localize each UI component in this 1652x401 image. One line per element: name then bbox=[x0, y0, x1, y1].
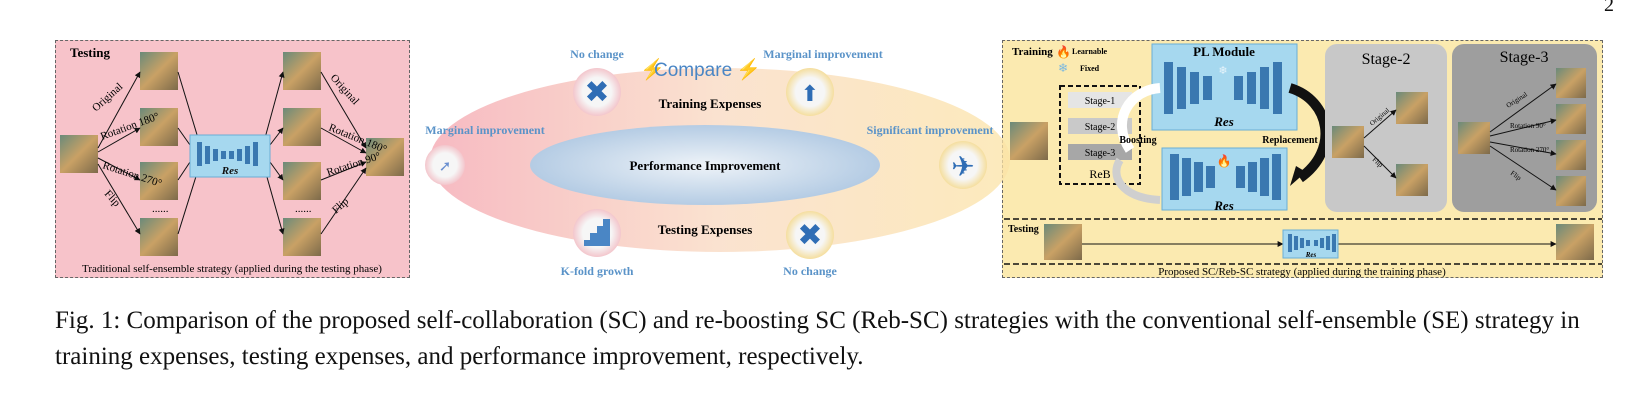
pl-res-label: Res bbox=[1213, 114, 1234, 129]
performance-label: Performance Improvement bbox=[629, 158, 781, 173]
stage3-rot270-label: Rotation 270° bbox=[1510, 146, 1549, 154]
out-image-4 bbox=[283, 218, 321, 256]
left-res-label: Res bbox=[221, 165, 239, 177]
reb-stage1-label: Stage-1 bbox=[1085, 96, 1116, 107]
airplane-icon: ✈ bbox=[951, 150, 974, 183]
marginal-left-label: Marginal improvement bbox=[425, 123, 544, 137]
test-output-image bbox=[1556, 224, 1594, 260]
lightning-left-icon: ⚡ bbox=[640, 57, 665, 81]
compare-label: Compare bbox=[654, 60, 732, 81]
test-input-image bbox=[1044, 224, 1082, 260]
lightning-right-icon: ⚡ bbox=[736, 57, 761, 81]
stage3-out-4 bbox=[1556, 176, 1586, 206]
pl-module-block bbox=[1151, 43, 1298, 131]
train-input-image bbox=[1010, 122, 1048, 160]
right-dots: ...... bbox=[295, 203, 312, 215]
reb-label: ReB bbox=[1089, 167, 1110, 181]
significant-right-icon-bg bbox=[939, 141, 987, 189]
reb-stage2-label: Stage-2 bbox=[1085, 122, 1116, 133]
branch-label-original-right: Original bbox=[328, 72, 361, 107]
boosting-return-arrow bbox=[1112, 157, 1161, 204]
reb-stage2 bbox=[1068, 118, 1132, 134]
paper-plane-icon: ➚ bbox=[439, 157, 452, 175]
no-change-bottom-label: No change bbox=[783, 264, 837, 278]
right-footer: Proposed SC/Reb-SC strategy (applied dur… bbox=[1158, 266, 1446, 278]
no-change-top-label: No change bbox=[570, 47, 624, 61]
aug-image-original bbox=[140, 52, 178, 90]
performance-ellipse bbox=[530, 125, 880, 205]
snowflake-icon: ❄ bbox=[1058, 61, 1068, 75]
training-expenses-label: Training Expenses bbox=[659, 96, 762, 111]
stage2-label: Stage-2 bbox=[1362, 51, 1411, 68]
page-number: 2 bbox=[1604, 0, 1614, 16]
res-fire-icon: 🔥 bbox=[1217, 154, 1232, 168]
out-image-2 bbox=[283, 108, 321, 146]
no-change-top-icon-bg bbox=[573, 68, 621, 116]
testing-label: Testing bbox=[1008, 224, 1039, 235]
stairs-icon bbox=[584, 219, 610, 246]
boosting-label: Boosting bbox=[1119, 135, 1156, 146]
marginal-left-icon-bg bbox=[425, 145, 465, 185]
k-fold-label: K-fold growth bbox=[561, 264, 634, 278]
training-label: Training bbox=[1012, 46, 1053, 58]
aug-image-rot270 bbox=[140, 162, 178, 200]
arrow-up-icon: ⬆ bbox=[801, 82, 819, 107]
stage3-label: Stage-3 bbox=[1500, 49, 1549, 66]
testing-expenses-label: Testing Expenses bbox=[658, 222, 753, 237]
out-image-3 bbox=[283, 162, 321, 200]
cross-icon-top: ✖ bbox=[584, 75, 609, 110]
branch-label-flip-right: Flip bbox=[330, 195, 352, 216]
learnable-label: Learnable bbox=[1072, 47, 1108, 56]
stage3-out-2 bbox=[1556, 104, 1586, 134]
input-image bbox=[60, 135, 98, 173]
stage2-input-image bbox=[1332, 126, 1364, 158]
fixed-label: Fixed bbox=[1080, 64, 1100, 73]
replacement-label: Replacement bbox=[1262, 135, 1318, 146]
branch-label-flip-left: Flip bbox=[102, 188, 123, 210]
boosting-arrow bbox=[1116, 83, 1161, 153]
stage3-input-image bbox=[1458, 122, 1490, 154]
figure-diagram: Testing Res Original Rotation 180° Rotat… bbox=[60, 43, 1602, 278]
left-dots: ...... bbox=[152, 203, 169, 215]
marginal-top-icon-bg bbox=[786, 68, 834, 116]
stage3-rot90-label: Rotation 90° bbox=[1510, 122, 1546, 130]
reb-box bbox=[1059, 85, 1141, 185]
significant-right-label: Significant improvement bbox=[867, 123, 994, 137]
marginal-top-label: Marginal improvement bbox=[763, 47, 882, 61]
cross-icon-bottom: ✖ bbox=[797, 218, 822, 253]
final-output-image bbox=[366, 138, 404, 176]
left-testing-title: Testing bbox=[70, 45, 110, 60]
reb-stage3 bbox=[1068, 144, 1132, 160]
aug-image-rot180 bbox=[140, 108, 178, 146]
pl-module-label: PL Module bbox=[1193, 44, 1255, 59]
stage3-out-1 bbox=[1556, 68, 1586, 98]
pl-snowflake-icon: ❄ bbox=[1218, 65, 1227, 77]
reb-stage3-label: Stage-3 bbox=[1085, 148, 1116, 159]
stage2-out-original bbox=[1396, 92, 1428, 124]
no-change-bottom-icon-bg bbox=[786, 211, 834, 259]
fire-icon: 🔥 bbox=[1056, 45, 1071, 59]
stage3-out-3 bbox=[1556, 140, 1586, 170]
stage2-out-flip bbox=[1396, 164, 1428, 196]
test-res-label: Res bbox=[1305, 251, 1317, 259]
figure-caption: Fig. 1: Comparison of the proposed self-… bbox=[55, 307, 1580, 370]
left-footer: Traditional self-ensemble strategy (appl… bbox=[82, 263, 382, 275]
reb-stage1 bbox=[1068, 92, 1132, 108]
out-image-1 bbox=[283, 52, 321, 90]
learnable-res-label: Res bbox=[1213, 198, 1234, 213]
aug-image-flip bbox=[140, 218, 178, 256]
